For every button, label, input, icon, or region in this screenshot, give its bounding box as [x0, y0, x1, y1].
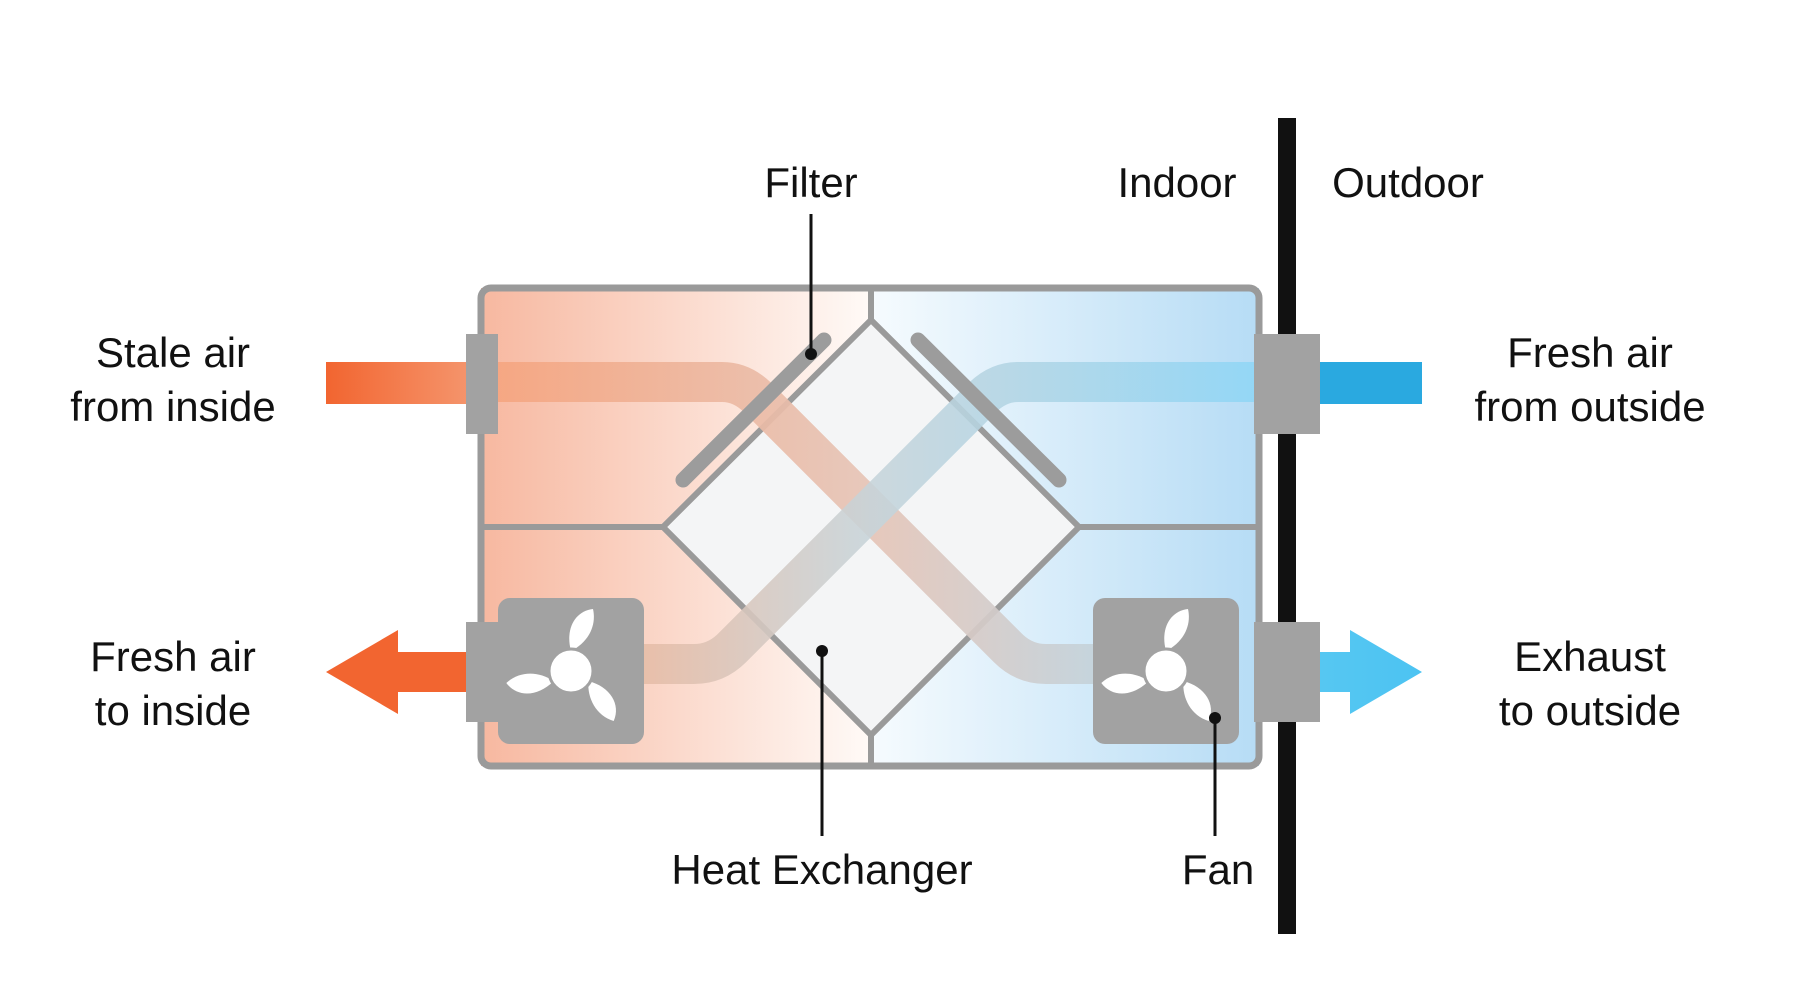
stale-air-label-line2: from inside	[70, 383, 276, 430]
filter-label: Filter	[764, 159, 858, 206]
fresh-from-outside-label: Fresh air from outside	[1474, 326, 1705, 434]
fresh-to-inside-arrow	[326, 630, 470, 714]
fresh-from-outside-label-line2: from outside	[1474, 383, 1706, 430]
stale-air-label-line1: Stale air	[95, 329, 251, 376]
heat-exchanger-label: Heat Exchanger	[671, 846, 973, 893]
stale-air-connector	[466, 334, 498, 434]
indoor-label: Indoor	[1117, 159, 1237, 206]
fan-icon	[1093, 598, 1239, 744]
wall	[1278, 118, 1296, 934]
exhaust-arrow	[1300, 630, 1422, 714]
fan-leader-dot	[1209, 712, 1221, 724]
filter-right	[910, 332, 1067, 488]
exhaust-label-line1: Exhaust	[1514, 633, 1666, 680]
stale-air-inlet	[326, 362, 486, 404]
fresh-air-connector	[1254, 334, 1320, 434]
fresh-to-inside-label: Fresh air to inside	[90, 630, 256, 738]
exhaust-label: Exhaust to outside	[1499, 630, 1681, 738]
fresh-to-inside-connector	[466, 622, 498, 722]
fresh-air-flow	[560, 362, 1258, 684]
fan-icon	[498, 598, 644, 744]
fresh-to-inside-label-line1: Fresh air	[90, 633, 256, 680]
exhaust-connector	[1254, 622, 1320, 722]
fresh-from-outside-label-line1: Fresh air	[1507, 329, 1673, 376]
outdoor-label: Outdoor	[1332, 159, 1484, 206]
stale-air-label: Stale air from inside	[70, 326, 275, 434]
fresh-to-inside-label-line2: to inside	[94, 687, 252, 734]
heat-exchanger-leader-dot	[816, 645, 828, 657]
exhaust-label-line2: to outside	[1498, 687, 1682, 734]
fan-label: Fan	[1181, 846, 1255, 893]
filter-leader-dot	[805, 348, 817, 360]
housing-outline	[477, 284, 1263, 770]
filter-left	[675, 332, 832, 488]
